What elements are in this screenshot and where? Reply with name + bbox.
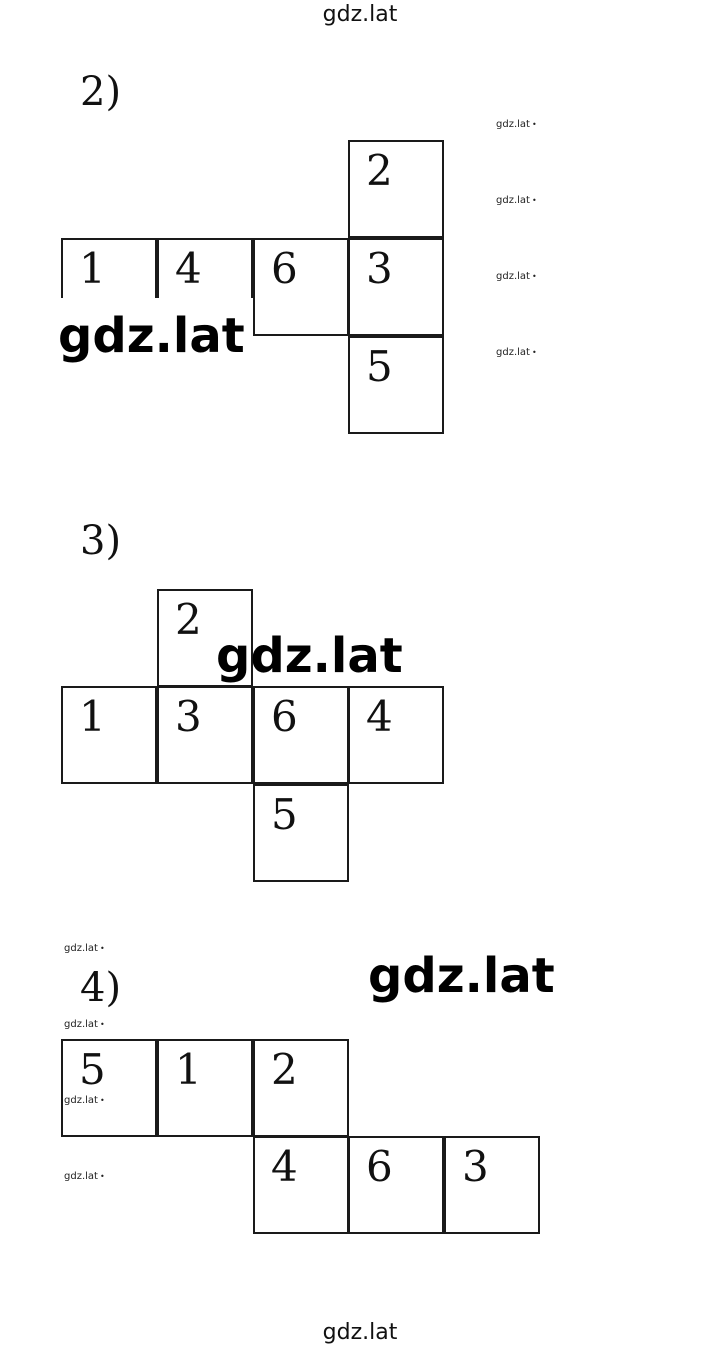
net2-face-1: 1 (61, 238, 157, 298)
net3-face-1: 1 (61, 686, 157, 784)
face-number: 3 (462, 1142, 489, 1191)
watermark-large-2: gdz.lat (216, 628, 403, 684)
face-number: 1 (79, 692, 106, 741)
net2-face-top: 2 (348, 140, 444, 238)
face-number: 1 (79, 244, 106, 293)
watermark-large-3: gdz.lat (366, 948, 557, 1004)
net3-face-bottom: 5 (253, 784, 349, 882)
face-number: 5 (79, 1045, 106, 1094)
face-number: 2 (271, 1045, 298, 1094)
watermark-small: gdz.lat (496, 271, 537, 283)
face-number: 3 (175, 692, 202, 741)
face-number: 4 (271, 1142, 298, 1191)
face-number: 5 (271, 790, 298, 839)
face-number: 6 (366, 1142, 393, 1191)
problem-label-4: 4) (80, 965, 122, 1011)
net4-face-2: 1 (157, 1039, 253, 1137)
watermark-small: gdz.lat (64, 1019, 105, 1031)
watermark-small: gdz.lat (64, 1171, 105, 1183)
net3-face-3: 6 (253, 686, 349, 784)
watermark-small: gdz.lat (64, 1095, 105, 1107)
face-number: 4 (175, 244, 202, 293)
site-watermark-bottom: gdz.lat (322, 1320, 398, 1345)
watermark-small: gdz.lat (496, 195, 537, 207)
face-number: 5 (366, 342, 393, 391)
face-number: 1 (175, 1045, 202, 1094)
problem-label-2: 2) (80, 69, 122, 115)
face-number: 2 (366, 146, 393, 195)
net3-face-2: 3 (157, 686, 253, 784)
face-number: 4 (366, 692, 393, 741)
net4-face-1: 5 (61, 1039, 157, 1137)
net4-face-6: 3 (444, 1136, 540, 1234)
net3-face-top: 2 (157, 589, 253, 687)
face-number: 6 (271, 692, 298, 741)
watermark-small: gdz.lat (64, 943, 105, 955)
net4-face-5: 6 (348, 1136, 444, 1234)
net2-face-bottom: 5 (348, 336, 444, 434)
face-number: 3 (366, 244, 393, 293)
site-watermark-top: gdz.lat (322, 2, 398, 27)
watermark-small: gdz.lat (496, 347, 537, 359)
watermark-large-1: gdz.lat (56, 308, 247, 364)
problem-label-3: 3) (80, 518, 122, 564)
net2-face-4: 3 (348, 238, 444, 336)
net2-face-3: 6 (253, 238, 349, 336)
face-number: 2 (175, 595, 202, 644)
net4-face-3: 2 (253, 1039, 349, 1137)
face-number: 6 (271, 244, 298, 293)
net2-face-2: 4 (157, 238, 253, 298)
watermark-small: gdz.lat (496, 119, 537, 131)
net3-face-4: 4 (348, 686, 444, 784)
net4-face-4: 4 (253, 1136, 349, 1234)
